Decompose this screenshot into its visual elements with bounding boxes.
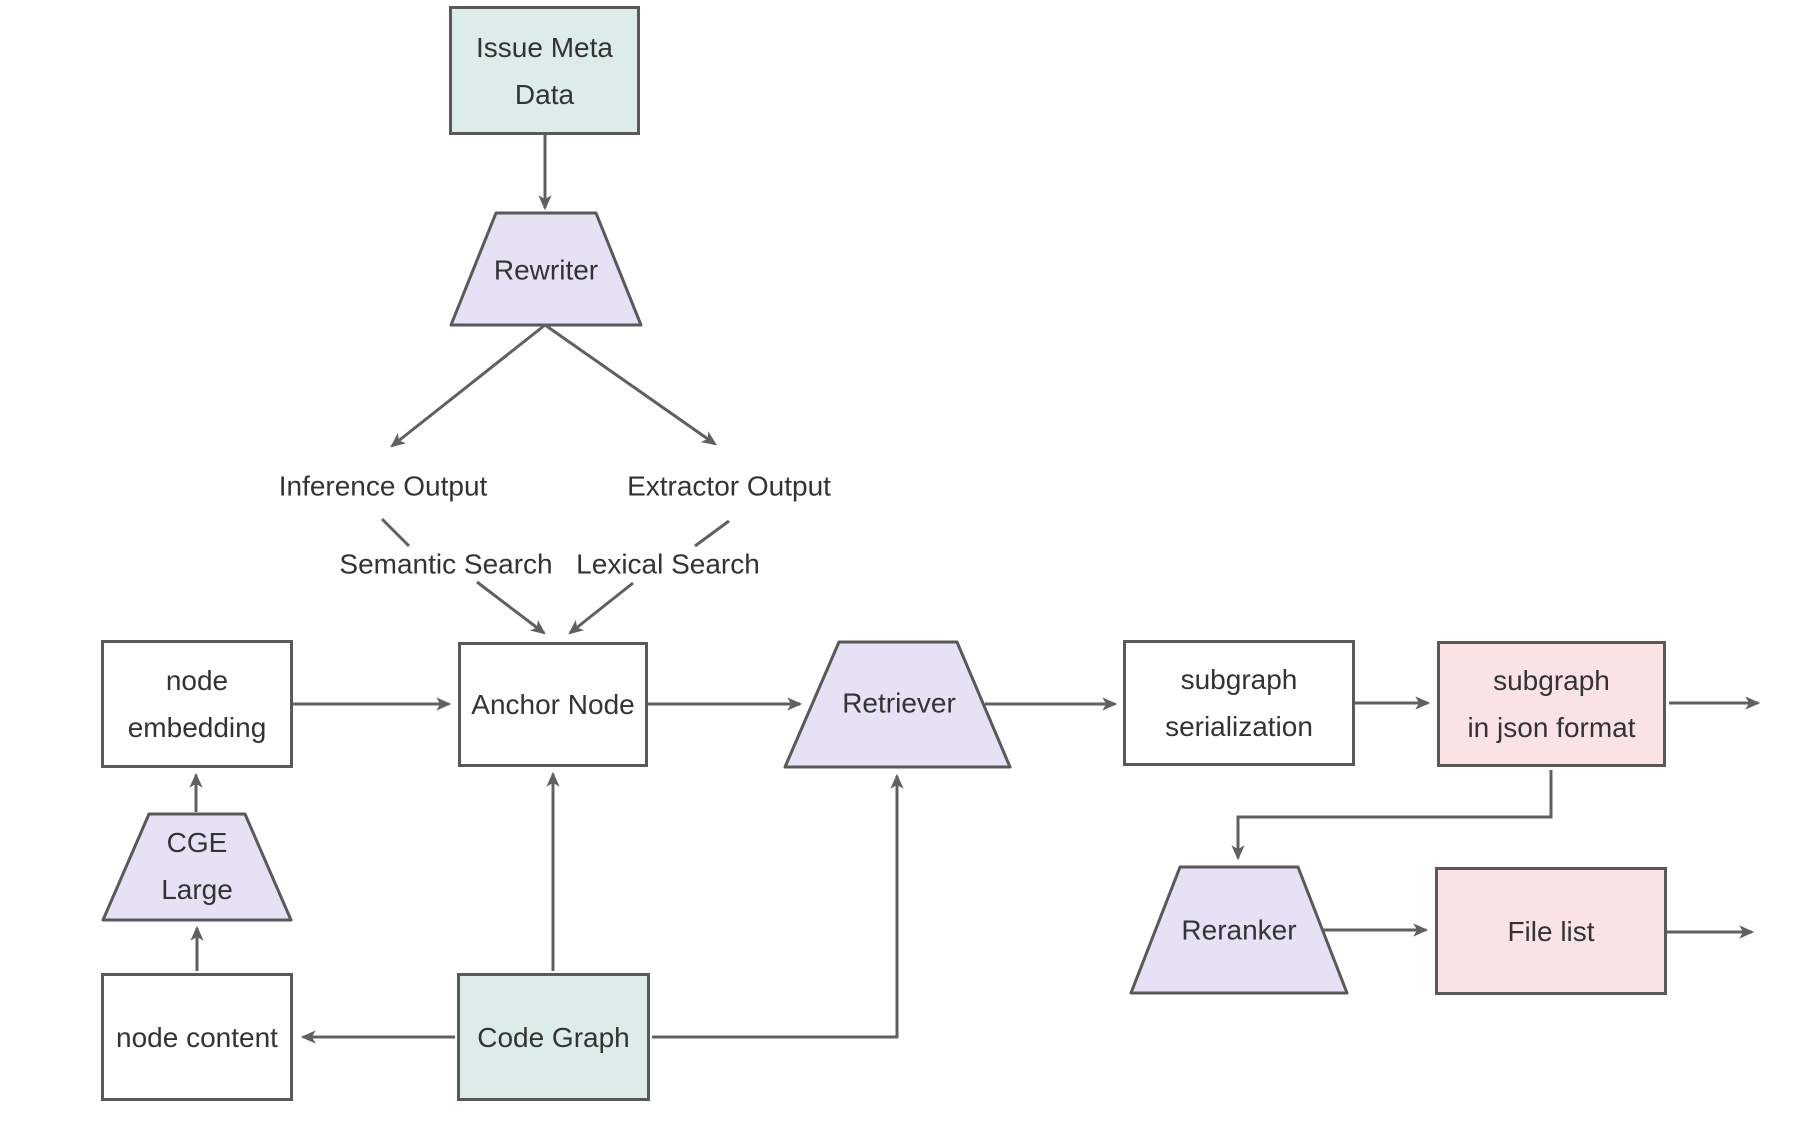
reranker-shape bbox=[1129, 865, 1349, 995]
reranker-label: Reranker bbox=[1181, 914, 1297, 946]
edge-lexical-to-anchor bbox=[568, 581, 634, 635]
node-issue-meta-data: Issue Meta Data bbox=[449, 6, 640, 135]
retriever-label: Retriever bbox=[842, 687, 956, 719]
edge-rewriter-to-inference-output bbox=[390, 323, 546, 448]
cge-large-shape bbox=[101, 812, 293, 922]
node-node-embedding: node embedding bbox=[101, 640, 293, 768]
extractor-output-label: Extractor Output bbox=[627, 470, 831, 502]
lexical-search-label: Lexical Search bbox=[576, 548, 760, 580]
node-embedding-label: node embedding bbox=[127, 665, 267, 743]
node-subgraph-serialization: subgraph serialization bbox=[1123, 640, 1355, 766]
node-file-list: File list bbox=[1435, 867, 1667, 995]
node-anchor-node: Anchor Node bbox=[458, 642, 648, 767]
subgraph-serialization-label: subgraph serialization bbox=[1165, 664, 1313, 742]
code-graph-label: Code Graph bbox=[477, 1021, 630, 1053]
link-inference-to-semantic bbox=[380, 517, 411, 548]
edge-rewriter-to-extractor-output bbox=[544, 323, 717, 446]
edge-code-graph-to-retriever bbox=[652, 773, 904, 1039]
node-node-content: node content bbox=[101, 973, 293, 1101]
issue-meta-data-label: Issue Meta Data bbox=[476, 31, 613, 110]
anchor-node-label: Anchor Node bbox=[471, 689, 635, 720]
node-subgraph-json: subgraph in json format bbox=[1437, 641, 1666, 767]
subgraph-json-label: subgraph in json format bbox=[1467, 665, 1636, 743]
edge-json-to-reranker bbox=[1231, 770, 1553, 861]
semantic-search-label: Semantic Search bbox=[339, 548, 553, 580]
file-list-label: File list bbox=[1507, 915, 1595, 947]
rewriter-label: Rewriter bbox=[493, 254, 599, 286]
edge-semantic-to-anchor bbox=[476, 580, 546, 635]
node-content-label: node content bbox=[116, 1021, 278, 1053]
rewriter-shape bbox=[449, 211, 643, 327]
node-code-graph: Code Graph bbox=[457, 973, 650, 1101]
cge-large-label: CGE Large bbox=[161, 827, 233, 905]
inference-output-label: Inference Output bbox=[278, 470, 488, 502]
link-extractor-to-lexical bbox=[694, 519, 730, 548]
retriever-shape bbox=[783, 640, 1012, 769]
